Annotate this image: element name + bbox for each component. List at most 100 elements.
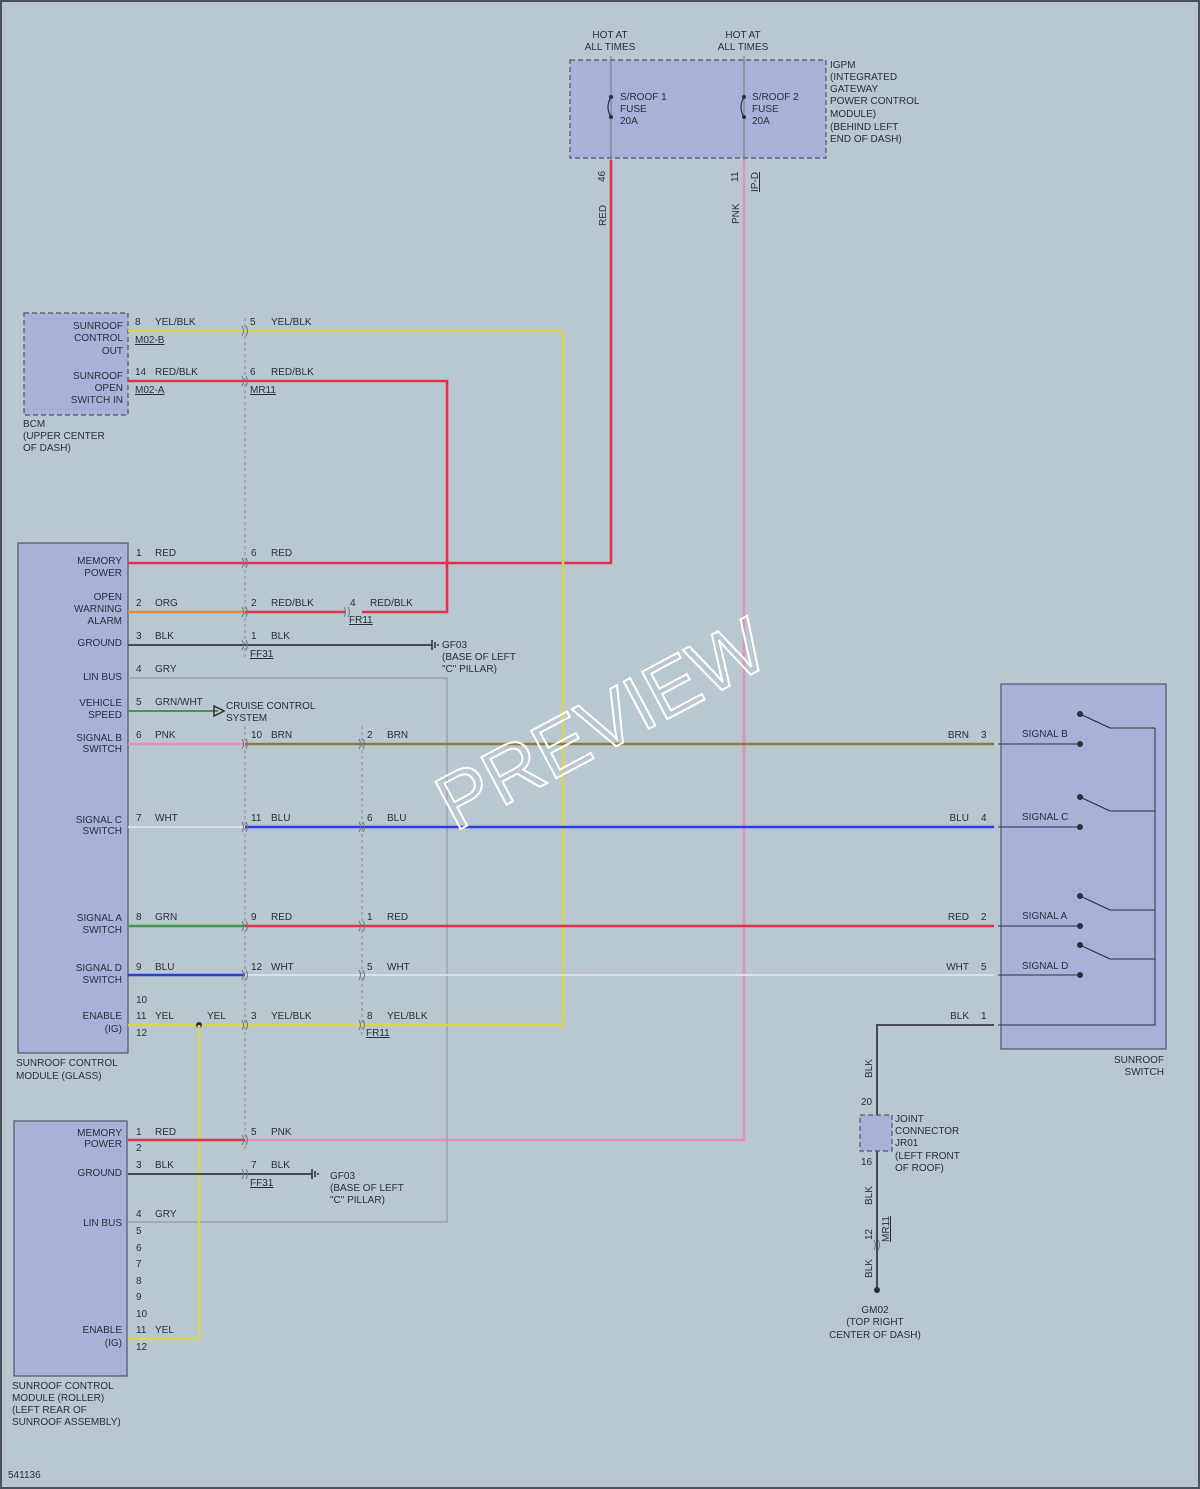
g-kwire-7: BLU [387,813,406,824]
conn-glass-7k [358,821,365,833]
g-jwire-1: RED [271,548,292,559]
roller-label-0: SUNROOF CONTROL [12,1381,114,1392]
g-lbl-1b: WARNING [74,604,122,615]
igpm-label-6: END OF DASH) [830,134,902,145]
g-jpin-8: 9 [251,912,257,923]
roller-label-1: MODULE (ROLLER) [12,1393,104,1404]
g-jwire-3: BLK [271,631,290,642]
bcm-pin8-label-1: CONTROL [74,333,123,344]
bcm-label-0: BCM [23,419,45,430]
sw-wire-red: RED [948,912,969,923]
conn-glass-9 [241,969,248,981]
cruise-label-0: CRUISE CONTROL [226,701,316,712]
roller-label-3: SUNROOF ASSEMBLY) [12,1417,121,1428]
g-wire-1: RED [155,548,176,559]
jr01-wire-bot: BLK [864,1259,875,1278]
fuse-1-label-a: S/ROOF 1 [620,92,667,103]
bcm-conn-m02a: M02-A [135,385,165,396]
bcm-label-1: (UPPER CENTER [23,431,105,442]
sw-wire-blu: BLU [950,813,969,824]
g-lbl-8b: SWITCH [83,975,122,986]
g-pin-11: 11 [136,1011,147,1022]
joint-connector-jr01 [859,1114,893,1152]
g-jpin-6: 10 [251,730,263,741]
g-pin-7: 7 [136,813,142,824]
g-jpin-9: 12 [251,962,263,973]
conn-bcm-5 [241,325,248,337]
r-jwire-3: BLK [271,1160,290,1171]
g-lbl-0a: MEMORY [77,556,122,567]
switch-blade-a [1079,895,1111,911]
igpm-label-2: GATEWAY [830,84,878,95]
gm02-ground-point [874,1287,880,1293]
r-wire-3: BLK [155,1160,174,1171]
g-pin-1: 1 [136,548,142,559]
conn-glass-2 [241,606,248,618]
igpm-pin-46: 46 [597,170,608,182]
sw-wire-wht: WHT [946,962,969,973]
diagram-code: 541136 [8,1470,41,1481]
conn-glass-6 [241,738,248,750]
conn-glass-3 [241,639,248,651]
r-jpin-3: 7 [251,1160,257,1171]
glass-pin-numbers: 1 RED 6 RED 2 ORG 2 RED/BLK 4 RED/BLK FR… [136,548,428,1039]
gf03-a-0: GF03 [442,640,467,651]
fuse-2-label-b: FUSE [752,104,779,115]
igpm-label-4: MODULE) [830,109,876,120]
wire-switch-ground [876,1024,994,1115]
g-kwire-2: RED/BLK [370,598,413,609]
switch-sig-a: SIGNAL A [1022,911,1068,922]
r-pin-11: 11 [136,1325,147,1336]
r-pin-5: 5 [136,1226,142,1237]
g-kconn-fr11: FR11 [349,615,373,626]
fuse-2-dot-b [742,115,746,119]
bcm-pin8-label-2: OUT [102,346,123,357]
fuse-1-label-b: FUSE [620,104,647,115]
conn-glass-11k [358,1019,365,1031]
jr01-label-0: JOINT [895,1114,924,1125]
r-lbl-gnd: GROUND [78,1168,122,1179]
jr01-wire-mid: BLK [864,1186,875,1205]
g-jpin-2: 2 [251,598,257,609]
bcm-pin14-label-2: SWITCH IN [71,395,123,406]
wire-igpm-red [245,160,613,565]
g-pin-4: 4 [136,664,142,675]
wire-bcm-yelblk-2 [245,329,565,1025]
jr01-label-4: OF ROOF) [895,1163,944,1174]
g-kwire-11: YEL/BLK [387,1011,428,1022]
bcm-conn-m02b: M02-B [135,335,165,346]
switch-pivot-d [1077,942,1083,948]
r-wire-11: YEL [155,1325,174,1336]
conn-glass-8k [358,920,365,932]
conn-glass-9k [358,969,365,981]
cruise-label-1: SYSTEM [226,713,267,724]
sunroof-switch [1000,683,1167,1050]
g-wire-6: PNK [155,730,176,741]
g-pin-2: 2 [136,598,142,609]
g-jwire-8: RED [271,912,292,923]
wire-bcm-redblk-2 [245,379,449,614]
sw-wire-brn: BRN [948,730,969,741]
igpm-conn-ipd: IP-D [750,172,761,192]
sw-pin-4: 4 [981,813,987,824]
r-lbl-mem-b: POWER [84,1139,122,1150]
fuse-1-dot-a [609,95,613,99]
g-lbl-1a: OPEN [94,592,122,603]
g-kpin-6: 2 [367,730,373,741]
wire-roller-enable [128,1025,201,1341]
g-pin-12: 12 [136,1028,148,1039]
switch-sig-c: SIGNAL C [1022,812,1068,823]
jr01-label-2: JR01 [895,1138,919,1149]
jr01-label-3: (LEFT FRONT [895,1151,960,1162]
g-jwire-11: YEL/BLK [271,1011,312,1022]
switch-contact-d [1077,972,1083,978]
igpm-wire-pnk: PNK [731,203,742,224]
conn-glass-6k [358,738,365,750]
g-jpin-3: 1 [251,631,257,642]
glass-pin-labels: MEMORY POWER OPEN WARNING ALARM GROUND L… [74,556,122,1035]
glass-label-0: SUNROOF CONTROL [16,1058,118,1069]
gm02-label-1: (TOP RIGHT [846,1317,903,1328]
bcm-jwire-6: RED/BLK [271,367,314,378]
switch-common-rail [998,728,1156,1026]
